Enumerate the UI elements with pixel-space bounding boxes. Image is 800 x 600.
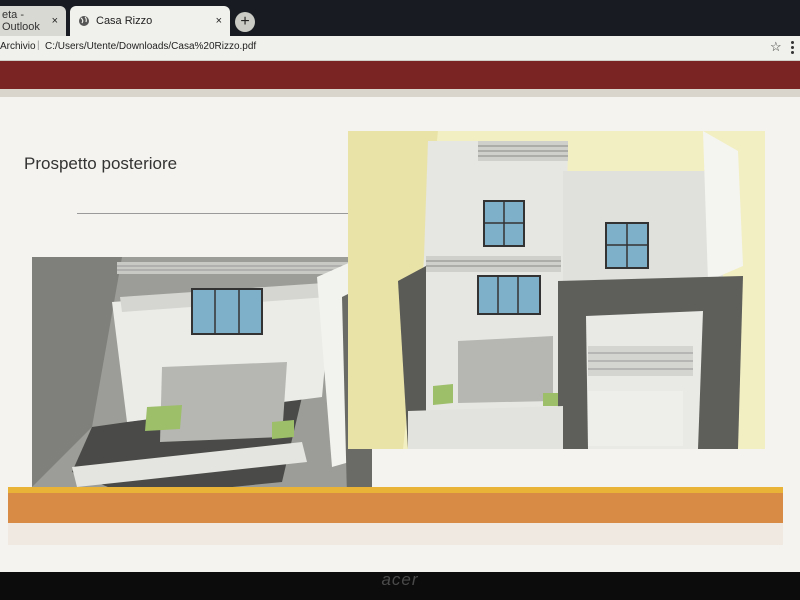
star-icon[interactable]: ☆ (770, 39, 782, 54)
monitor-screen: eta - Outlook × Casa Rizzo × + Archivio … (0, 0, 800, 572)
slide-title: Prospetto posteriore (24, 154, 178, 173)
close-icon[interactable]: × (215, 15, 222, 27)
footer-stripe-orange (8, 493, 783, 523)
rendering-top-view (32, 257, 372, 497)
address-bar[interactable]: Archivio | C:/Users/Utente/Downloads/Cas… (0, 36, 800, 61)
close-icon[interactable]: × (51, 15, 58, 27)
address-label: Archivio (0, 41, 36, 52)
monitor-brand-logo: acer (381, 570, 419, 589)
footer-stripe-light (8, 523, 783, 545)
tab-label: Casa Rizzo (96, 15, 153, 27)
rendering-rear-elevation (348, 131, 765, 449)
title-underline (77, 213, 349, 214)
plus-icon[interactable]: + (235, 12, 255, 32)
footer-stripe-yellow (8, 487, 783, 493)
address-url[interactable]: C:/Users/Utente/Downloads/Casa%20Rizzo.p… (45, 41, 257, 52)
pdf-viewer-toolbar (0, 61, 800, 89)
tab-label: eta - Outlook (2, 9, 40, 33)
tab-outlook[interactable]: eta - Outlook × (0, 6, 66, 36)
pdf-page: Prospetto posteriore (0, 97, 800, 572)
monitor-bezel (0, 572, 800, 600)
pdf-viewer-gap (0, 89, 800, 97)
address-separator: | (37, 40, 40, 51)
globe-icon (78, 15, 90, 27)
tab-bar: eta - Outlook × Casa Rizzo × + (0, 0, 800, 36)
menu-icon[interactable] (789, 40, 795, 56)
tab-casa-rizzo[interactable]: Casa Rizzo × (70, 6, 230, 36)
